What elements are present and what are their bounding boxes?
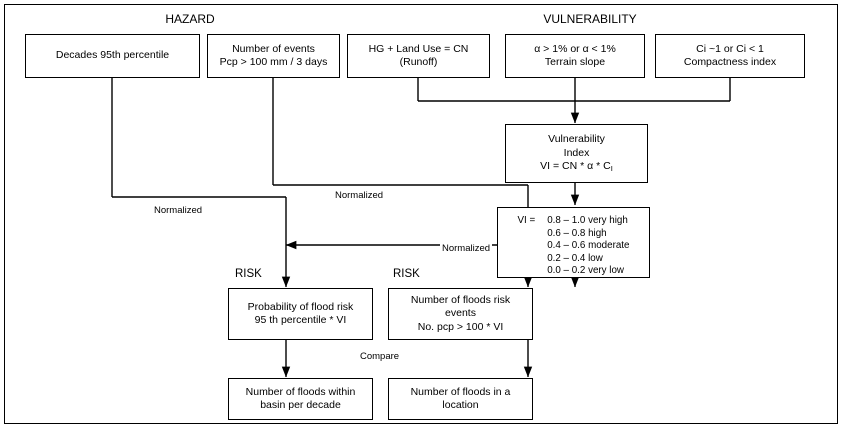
node-risk-prob-line2: 95 th percentile * VI: [254, 314, 347, 326]
node-runoff-line2: (Runoff): [399, 56, 438, 68]
node-floods-basin-line1: Number of floods within: [245, 385, 356, 398]
node-vi-formula-prefix: VI = CN * α * C: [540, 160, 611, 173]
node-decades-text: Decades 95th percentile: [55, 49, 170, 62]
vi-scale-key: VI =: [517, 215, 536, 226]
node-vi-scale[interactable]: VI = 0.8 – 1.0 very high 0.6 – 0.8 high …: [497, 207, 650, 278]
node-vi-formula: VI = CN * α * CI: [540, 160, 613, 174]
node-hg-land-use-cn[interactable]: HG + Land Use = CN (Runoff): [347, 34, 490, 78]
node-number-of-floods-within-basin[interactable]: Number of floods within basin per decade: [228, 378, 373, 420]
section-title-hazard: HAZARD: [165, 12, 215, 26]
node-vulnerability-index[interactable]: Vulnerability Index VI = CN * α * CI: [505, 124, 648, 183]
vi-scale-rows: 0.8 – 1.0 very high 0.6 – 0.8 high 0.4 –…: [547, 215, 629, 278]
node-number-of-floods-in-a-location[interactable]: Number of floods in a location: [388, 378, 533, 420]
label-risk-left: RISK: [235, 268, 262, 280]
node-terrain-slope[interactable]: α > 1% or α < 1% Terrain slope: [505, 34, 645, 78]
edge-label-normalized-left: Normalized: [152, 205, 205, 216]
node-number-of-floods-risk-events[interactable]: Number of floods risk events No. pcp > 1…: [388, 288, 533, 340]
node-number-of-events[interactable]: Number of events Pcp > 100 mm / 3 days: [207, 34, 340, 78]
node-events-line2: Pcp > 100 mm / 3 days: [219, 56, 328, 68]
node-risk-events-line1: Number of floods risk: [410, 293, 511, 306]
node-decades-95th-percentile[interactable]: Decades 95th percentile: [25, 34, 200, 78]
edge-label-normalized-mid: Normalized: [333, 190, 386, 201]
node-runoff-line1: HG + Land Use = CN: [368, 42, 469, 55]
node-vi-line1: Vulnerability: [548, 133, 605, 146]
node-compactness-index[interactable]: Ci ~1 or Ci < 1 Compactness index: [655, 34, 805, 78]
diagram-border: [4, 4, 838, 424]
node-floods-basin-line2: basin per decade: [260, 399, 341, 411]
vi-scale-row: 0.0 – 0.2 very low: [547, 265, 625, 277]
node-risk-events-line2: events: [445, 307, 476, 320]
node-slope-line2: Terrain slope: [544, 56, 606, 68]
vi-scale-row: 0.4 – 0.6 moderate: [547, 240, 630, 252]
node-vi-line2: Index: [563, 146, 590, 159]
edge-label-normalized-right: Normalized: [440, 243, 493, 254]
node-floods-location-line1: Number of floods in a: [410, 385, 511, 398]
node-compactness-line1: Ci ~1 or Ci < 1: [696, 42, 764, 55]
node-vi-formula-sub: I: [610, 164, 613, 174]
vi-scale-row: 0.6 – 0.8 high: [547, 227, 607, 239]
vi-scale-row: 0.2 – 0.4 low: [547, 252, 603, 264]
node-probability-of-flood-risk[interactable]: Probability of flood risk 95 th percenti…: [228, 288, 373, 340]
section-title-vulnerability: VULNERABILITY: [543, 12, 637, 26]
node-floods-location-line2: location: [442, 399, 479, 411]
node-slope-line1: α > 1% or α < 1%: [534, 42, 616, 55]
vi-scale-row: 0.8 – 1.0 very high: [547, 215, 628, 226]
node-events-line1: Number of events: [232, 42, 315, 55]
node-risk-events-line3: No. pcp > 100 * VI: [417, 320, 504, 333]
node-compactness-line2: Compactness index: [683, 56, 777, 68]
node-risk-prob-line1: Probability of flood risk: [247, 300, 354, 313]
label-risk-right: RISK: [393, 268, 420, 280]
edge-label-compare: Compare: [358, 351, 402, 362]
